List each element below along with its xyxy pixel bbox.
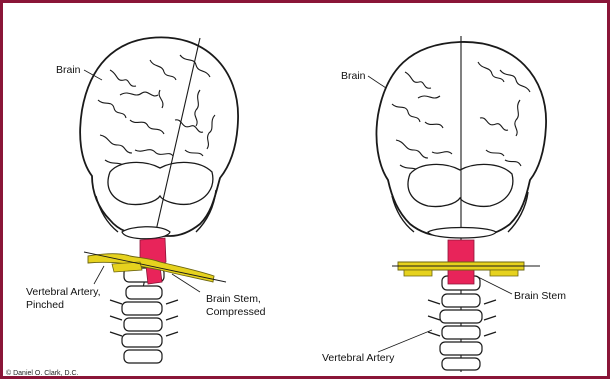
- left-artery-label-line2: Pinched: [26, 299, 64, 311]
- left-stem-label-line1: Brain Stem,: [206, 293, 261, 305]
- left-stem-label-line2: Compressed: [206, 306, 266, 318]
- copyright-text: © Daniel O. Clark, D.C.: [6, 369, 79, 377]
- right-skull-figure: [376, 36, 546, 372]
- right-brain-label: Brain: [341, 70, 366, 82]
- left-brain-label: Brain: [56, 64, 81, 76]
- right-stem-label: Brain Stem: [514, 290, 566, 302]
- left-artery-label-line1: Vertebral Artery,: [26, 286, 101, 298]
- right-artery-label: Vertebral Artery: [322, 352, 395, 364]
